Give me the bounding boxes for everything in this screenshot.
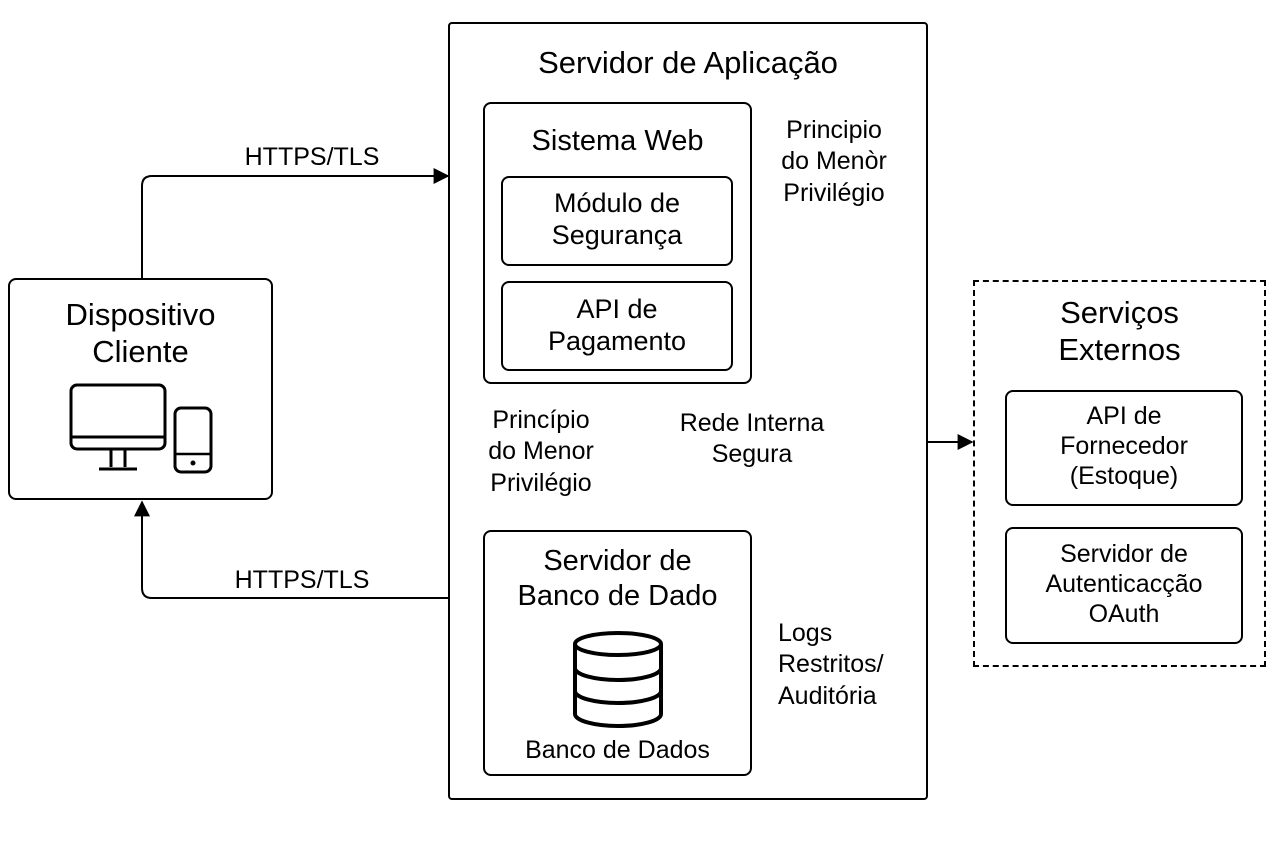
monitor-icon [69, 383, 167, 471]
https-request-arrow [141, 168, 450, 278]
web-system-title: Sistema Web [531, 125, 704, 157]
client-device-box: Dispositivo Cliente [8, 278, 273, 500]
least-privilege-label-left: Princípio do Menor Privilégio [488, 406, 594, 497]
internal-network-label: Rede Interna Segura [679, 409, 825, 469]
https-response-arrow [134, 500, 448, 599]
supplier-api-label: API de Fornecedor (Estoque) [1060, 402, 1188, 490]
https-bottom-label: HTTPS/TLS [234, 566, 370, 594]
database-caption: Banco de Dados [525, 736, 710, 764]
logs-label: Logs Restritos/ Auditória [778, 619, 884, 710]
external-services-box: Serviços Externos API de Fornecedor (Est… [973, 280, 1266, 667]
security-module-label: Módulo de Segurança [551, 188, 683, 251]
auth-server-label: Servidor de Autenticacção OAuth [1045, 540, 1203, 628]
client-device-title: Dispositivo Cliente [65, 297, 216, 370]
database-server-title: Servidor de Banco de Dado [517, 545, 718, 612]
https-top-label: HTTPS/TLS [244, 143, 380, 171]
web-system-box: Sistema Web Módulo de Segurança API de P… [483, 102, 752, 384]
database-server-box: Servidor de Banco de Dado Banco de Dados [483, 530, 752, 776]
payment-api-box: API de Pagamento [501, 281, 733, 371]
smartphone-icon [173, 406, 213, 474]
database-icon [573, 631, 663, 728]
payment-api-label: API de Pagamento [547, 294, 687, 357]
auth-server-box: Servidor de Autenticacção OAuth [1005, 527, 1243, 644]
application-server-title: Servidor de Aplicação [538, 45, 838, 80]
supplier-api-box: API de Fornecedor (Estoque) [1005, 390, 1243, 506]
external-services-title: Serviços Externos [1058, 295, 1181, 368]
security-module-box: Módulo de Segurança [501, 176, 733, 266]
least-privilege-label-right: Principio do Menòr Privilégio [781, 116, 887, 207]
